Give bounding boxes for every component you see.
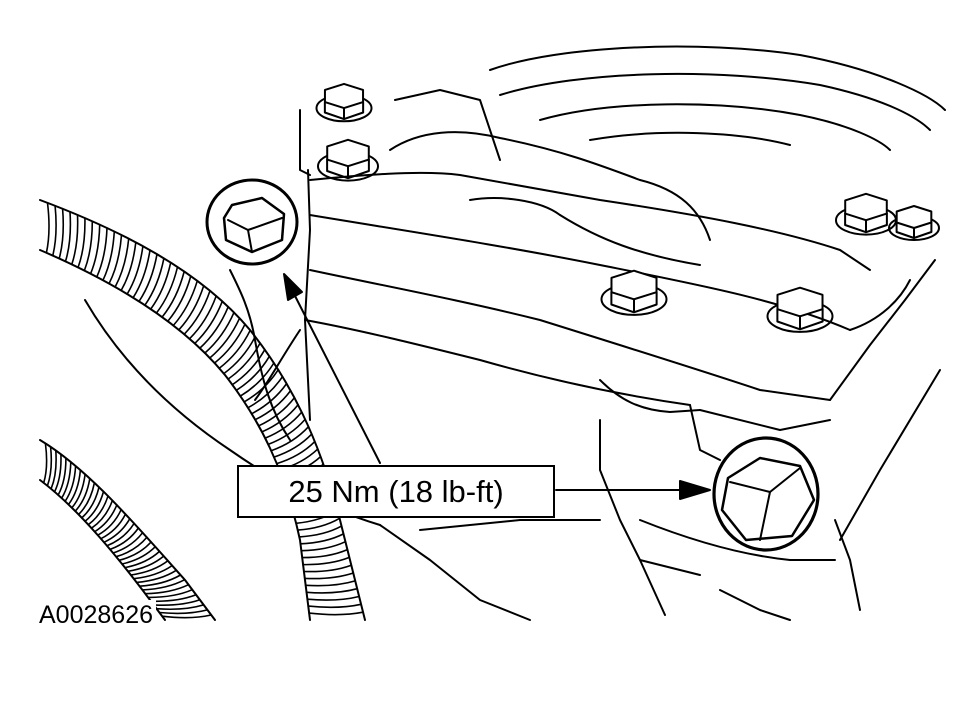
arrowhead-icon <box>679 480 711 500</box>
hex-bolt-icon <box>766 286 834 333</box>
hex-bolt-icon <box>600 269 668 316</box>
hex-bolt-icon <box>835 192 897 236</box>
hex-bolt-icon <box>888 205 940 241</box>
upper-hose <box>39 199 366 621</box>
figure-id-label: A0028626 <box>36 600 157 630</box>
hex-bolt-icon <box>317 138 379 182</box>
flange-bolts <box>315 82 940 333</box>
left-plug-bolt <box>205 178 299 266</box>
right-plug-bolt <box>712 436 820 552</box>
arrowhead-icon <box>283 273 303 301</box>
housing-outline <box>84 45 946 621</box>
lower-hose <box>39 439 216 621</box>
hex-bolt-icon <box>315 82 373 123</box>
torque-spec-callout: 25 Nm (18 lb-ft) <box>237 465 555 518</box>
callout-leaders <box>283 273 711 500</box>
